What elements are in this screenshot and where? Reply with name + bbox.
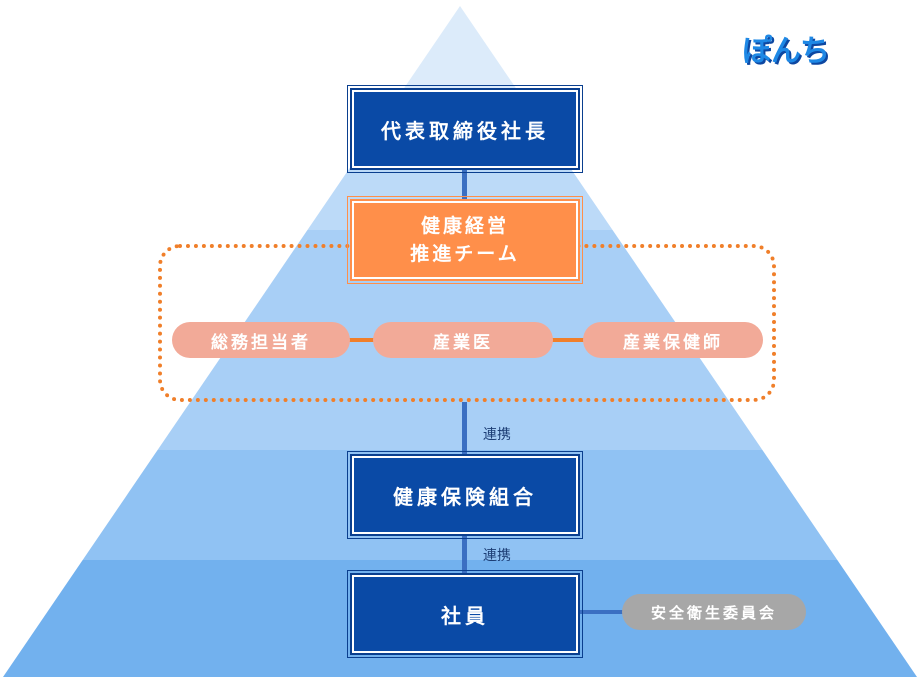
employees-label: 社員 [441, 603, 489, 628]
member-label: 総務担当者 [211, 332, 311, 353]
member-general-affairs: 総務担当者 [172, 322, 350, 358]
connector-staff-to-committee [577, 610, 625, 614]
executive-box: 代表取締役社長 [347, 85, 583, 173]
link-label-union-staff: 連携 [483, 548, 511, 564]
brand-logo: ぽんち [742, 34, 830, 69]
member-industrial-physician: 産業医 [373, 322, 553, 358]
health-union-box: 健康保険組合 [347, 451, 583, 539]
safety-committee-label: 安全衛生委員会 [650, 603, 777, 622]
member-label: 産業保健師 [623, 332, 723, 353]
connector-union-to-staff [462, 536, 467, 574]
health-union-label: 健康保険組合 [393, 484, 537, 509]
connector-member-2-to-3 [548, 338, 588, 342]
connector-exec-to-team [462, 170, 467, 200]
promotion-team-label-line1: 健康経営 [420, 215, 509, 237]
safety-committee-pill: 安全衛生委員会 [622, 594, 806, 630]
connector-team-to-union [462, 402, 467, 454]
promotion-team-box: 健康経営 推進チーム [347, 196, 583, 284]
employees-box: 社員 [347, 570, 583, 658]
member-label: 産業医 [433, 332, 493, 353]
member-occupational-nurse: 産業保健師 [583, 322, 763, 358]
connector-member-1-to-2 [345, 338, 380, 342]
promotion-team-label-line2: 推進チーム [410, 243, 520, 265]
executive-label: 代表取締役社長 [381, 118, 549, 143]
link-label-team-union: 連携 [483, 427, 511, 443]
